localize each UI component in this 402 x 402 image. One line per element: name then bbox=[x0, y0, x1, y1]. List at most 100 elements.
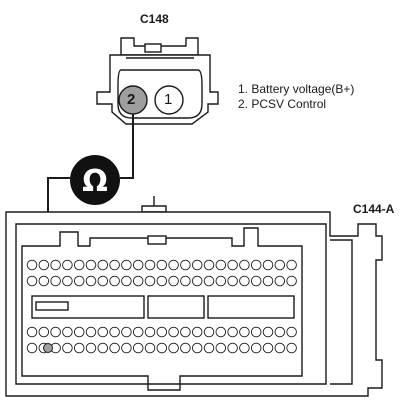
ecm-pin-top-4 bbox=[62, 259, 73, 271]
ecm-pin-top-13 bbox=[168, 259, 179, 271]
ohmmeter: Ω bbox=[70, 155, 120, 205]
ecm-pin-top-10 bbox=[132, 259, 144, 271]
ecm-pin-second-1 bbox=[26, 275, 38, 287]
c144a-label: C144-A bbox=[353, 202, 395, 216]
ecm-pin-top-12 bbox=[156, 259, 168, 271]
ecm-pin-top-9 bbox=[121, 259, 132, 271]
ecm-pin-second-8 bbox=[109, 275, 120, 287]
ecm-pin-bottom-11 bbox=[144, 342, 156, 354]
ecm-pin-fourth-9 bbox=[121, 326, 132, 338]
ecm-pin-top-17 bbox=[215, 259, 227, 271]
ecm-pin-top-11 bbox=[144, 259, 156, 271]
ecm-pin-bottom-20 bbox=[250, 342, 262, 354]
ecm-pin-bottom-8 bbox=[109, 342, 120, 354]
c148-connector bbox=[96, 37, 219, 125]
ecm-pin-second-9 bbox=[121, 275, 132, 287]
ecm-pin-fourth-2 bbox=[38, 326, 50, 338]
ecm-pin-second-19 bbox=[239, 275, 250, 287]
ecm-pin-second-11 bbox=[144, 275, 156, 287]
legend-item-2: 2. PCSV Control bbox=[238, 97, 327, 111]
ecm-pin-fourth-6 bbox=[85, 326, 97, 338]
ecm-pin-top-15 bbox=[191, 259, 203, 271]
ecm-pin-bottom-18 bbox=[227, 342, 238, 354]
ecm-pin-fourth-4 bbox=[62, 326, 73, 338]
ecm-pin-top-16 bbox=[203, 259, 215, 271]
ecm-pin-second-13 bbox=[168, 275, 179, 287]
ecm-pin-fourth-12 bbox=[156, 326, 168, 338]
ecm-pin-bottom-19 bbox=[239, 342, 250, 354]
ecm-pin-bottom-23 bbox=[286, 342, 297, 354]
ecm-pin-fourth-21 bbox=[262, 326, 274, 338]
ecm-pin-top-21 bbox=[262, 259, 274, 271]
ecm-pin-second-7 bbox=[97, 275, 109, 287]
ecm-pin-fourth-1 bbox=[26, 326, 38, 338]
ecm-probe-pin bbox=[43, 343, 53, 353]
legend-item-1: 1. Battery voltage(B+) bbox=[238, 82, 355, 96]
ecm-pin-top-19 bbox=[239, 259, 250, 271]
ecm-pin-second-23 bbox=[286, 275, 297, 287]
ecm-pin-top-22 bbox=[274, 259, 286, 271]
ecm-pin-fourth-18 bbox=[227, 326, 238, 338]
ecm-pin-fourth-3 bbox=[50, 326, 61, 338]
ecm-pin-bottom-5 bbox=[73, 342, 85, 354]
ecm-pin-bottom-16 bbox=[203, 342, 215, 354]
ecm-pin-bottom-1 bbox=[26, 342, 38, 354]
ecm-pin-fourth-8 bbox=[109, 326, 120, 338]
ecm-pin-top-14 bbox=[180, 259, 191, 271]
ecm-pin-top-3 bbox=[50, 259, 61, 271]
ecm-pin-fourth-10 bbox=[132, 326, 144, 338]
c148-pin-1 bbox=[154, 85, 184, 115]
ecm-pin-top-18 bbox=[227, 259, 238, 271]
ecm-pin-bottom-15 bbox=[191, 342, 203, 354]
ecm-pin-top-2 bbox=[38, 259, 50, 271]
ecm-pin-bottom-14 bbox=[180, 342, 191, 354]
ecm-pin-bottom-12 bbox=[156, 342, 168, 354]
ecm-pin-second-5 bbox=[73, 275, 85, 287]
ecm-pin-fourth-11 bbox=[144, 326, 156, 338]
ecm-pin-fourth-22 bbox=[274, 326, 286, 338]
ecm-pin-fourth-17 bbox=[215, 326, 227, 338]
c148-pin-1-number: 1 bbox=[164, 91, 173, 108]
ecm-pin-second-10 bbox=[132, 275, 144, 287]
ecm-pin-bottom-17 bbox=[215, 342, 227, 354]
ecm-pin-fourth-7 bbox=[97, 326, 109, 338]
ecm-pin-top-8 bbox=[109, 259, 120, 271]
ecm-pin-bottom-13 bbox=[168, 342, 179, 354]
ecm-pin-second-16 bbox=[203, 275, 215, 287]
ecm-pin-second-17 bbox=[215, 275, 227, 287]
ecm-pin-fourth-16 bbox=[203, 326, 215, 338]
ecm-pin-bottom-7 bbox=[97, 342, 109, 354]
ecm-pin-second-6 bbox=[85, 275, 97, 287]
ecm-pin-second-20 bbox=[250, 275, 262, 287]
ecm-pin-second-2 bbox=[38, 275, 50, 287]
ecm-pin-bottom-10 bbox=[132, 342, 144, 354]
ecm-pin-top-7 bbox=[97, 259, 109, 271]
c144a-connector bbox=[5, 196, 383, 397]
ecm-pin-bottom-4 bbox=[62, 342, 73, 354]
ecm-pin-second-22 bbox=[274, 275, 286, 287]
ecm-pin-top-23 bbox=[286, 259, 297, 271]
ecm-pin-grid bbox=[26, 259, 297, 354]
ecm-pin-fourth-19 bbox=[239, 326, 250, 338]
ecm-pin-top-20 bbox=[250, 259, 262, 271]
ecm-pin-second-18 bbox=[227, 275, 238, 287]
ecm-pin-second-14 bbox=[180, 275, 191, 287]
ecm-pin-second-15 bbox=[191, 275, 203, 287]
ecm-pin-fourth-23 bbox=[286, 326, 297, 338]
ecm-pin-bottom-9 bbox=[121, 342, 132, 354]
ecm-pin-fourth-5 bbox=[73, 326, 85, 338]
ecm-pin-top-1 bbox=[26, 259, 38, 271]
ohm-symbol: Ω bbox=[82, 164, 108, 199]
c148-label: C148 bbox=[140, 12, 169, 26]
ecm-pin-fourth-13 bbox=[168, 326, 179, 338]
ecm-pin-bottom-21 bbox=[262, 342, 274, 354]
ecm-pin-second-21 bbox=[262, 275, 274, 287]
ecm-pin-fourth-15 bbox=[191, 326, 203, 338]
ecm-pin-bottom-6 bbox=[85, 342, 97, 354]
ecm-pin-top-5 bbox=[73, 259, 85, 271]
ecm-pin-fourth-14 bbox=[180, 326, 191, 338]
ecm-pin-bottom-22 bbox=[274, 342, 286, 354]
ecm-pin-second-3 bbox=[50, 275, 61, 287]
c148-pin-2-number: 2 bbox=[127, 91, 136, 108]
